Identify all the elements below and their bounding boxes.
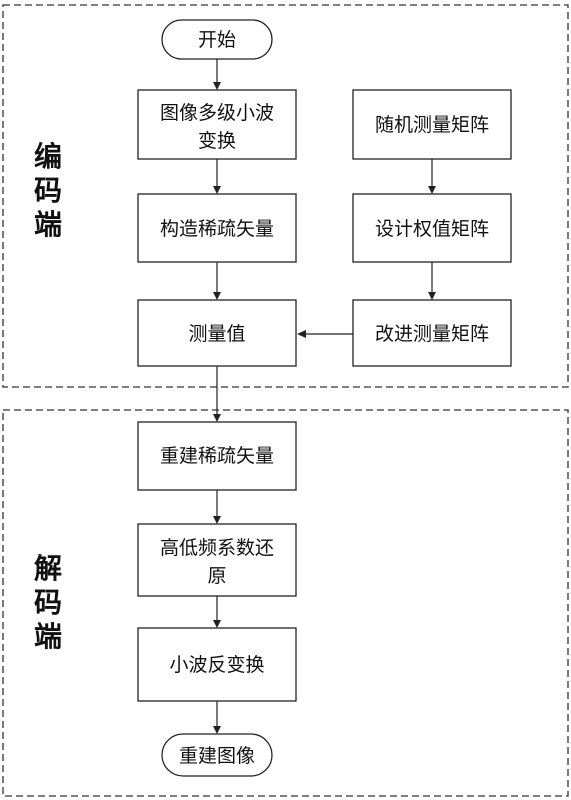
edge-random-to-weight xyxy=(428,159,436,194)
node-reconstruct-image: 重建图像 xyxy=(161,733,273,777)
wavelet-transform-label-line-2: 变换 xyxy=(198,130,236,152)
reconstruct-sparse-label: 重建稀疏矢量 xyxy=(160,445,274,467)
inverse-wavelet-label: 小波反变换 xyxy=(169,654,264,676)
node-measurement-value: 测量值 xyxy=(137,299,297,367)
random-matrix-label: 随机测量矩阵 xyxy=(375,114,489,136)
encoder-label-char-3: 端 xyxy=(34,208,62,241)
edge-improved-to-measurement xyxy=(297,330,353,338)
decoder-label-char-2: 码 xyxy=(34,586,62,619)
start-terminal-shape xyxy=(161,19,273,60)
coeff-restore-label-line-1: 高低频系数还 xyxy=(160,537,274,559)
node-sparse-vector: 构造稀疏矢量 xyxy=(137,193,297,263)
encoder-label: 编 码 端 xyxy=(34,140,62,241)
reconstruct-image-label: 重建图像 xyxy=(179,745,255,767)
edge-weight-to-improved xyxy=(428,262,436,300)
node-weight-matrix: 设计权值矩阵 xyxy=(352,193,512,263)
edge-inverse-to-reconstruct-image xyxy=(213,701,221,734)
improved-matrix-label: 改进测量矩阵 xyxy=(375,323,489,345)
measurement-value-label: 测量值 xyxy=(188,323,245,345)
decoder-label-char-3: 端 xyxy=(34,620,62,653)
edge-wavelet-to-sparse xyxy=(213,159,221,194)
improved-matrix-box xyxy=(352,299,512,367)
connectors xyxy=(213,59,436,734)
edge-start-to-wavelet xyxy=(213,59,221,90)
node-improved-matrix: 改进测量矩阵 xyxy=(352,299,512,367)
inverse-wavelet-box xyxy=(137,627,297,702)
node-wavelet-transform: 图像多级小波 变换 xyxy=(137,89,297,160)
coeff-restore-label-line-2: 原 xyxy=(207,565,226,587)
sparse-vector-label: 构造稀疏矢量 xyxy=(160,218,274,240)
encoder-label-char-2: 码 xyxy=(34,174,62,207)
start-label: 开始 xyxy=(198,29,236,51)
edge-coeff-to-inverse xyxy=(213,596,221,628)
measurement-value-box xyxy=(137,299,297,367)
reconstruct-sparse-box xyxy=(137,421,297,491)
node-reconstruct-sparse: 重建稀疏矢量 xyxy=(137,421,297,491)
wavelet-transform-box xyxy=(137,89,297,160)
edge-reconstruct-sparse-to-coeff xyxy=(213,490,221,524)
weight-matrix-label: 设计权值矩阵 xyxy=(375,218,489,240)
decoder-label: 解 码 端 xyxy=(34,552,62,653)
node-start: 开始 xyxy=(161,19,273,60)
edge-sparse-to-measurement xyxy=(213,262,221,300)
wavelet-transform-label-line-1: 图像多级小波 xyxy=(160,102,274,124)
decoder-region xyxy=(2,409,569,797)
node-coeff-restore: 高低频系数还 原 xyxy=(137,523,297,597)
random-matrix-box xyxy=(352,89,512,160)
decoder-label-char-1: 解 xyxy=(34,552,62,585)
end-terminal-shape xyxy=(161,733,273,777)
node-random-matrix: 随机测量矩阵 xyxy=(352,89,512,160)
edge-measurement-to-reconstruct-sparse xyxy=(213,366,221,422)
coeff-restore-box xyxy=(137,523,297,597)
sparse-vector-box xyxy=(137,193,297,263)
weight-matrix-box xyxy=(352,193,512,263)
encoder-label-char-1: 编 xyxy=(34,140,62,173)
node-inverse-wavelet: 小波反变换 xyxy=(137,627,297,702)
